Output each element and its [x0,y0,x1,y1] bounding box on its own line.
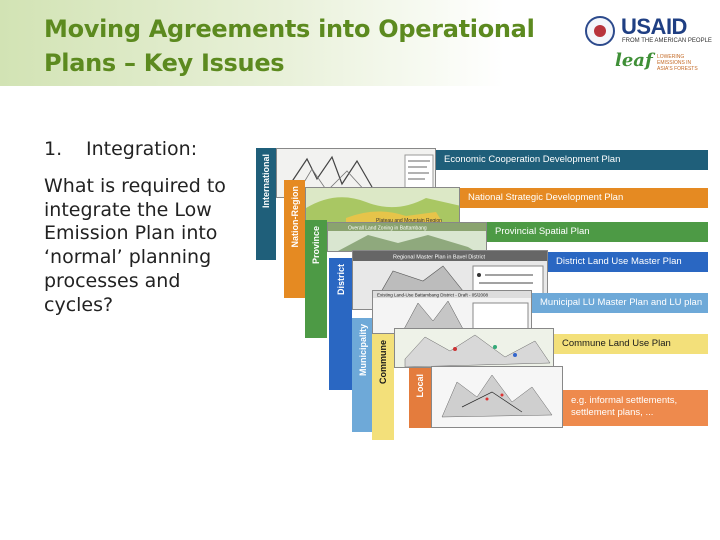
list-item-number: 1. [44,138,62,160]
question-line: integrate the Low [44,199,256,223]
plan-banner-province: Provincial Spatial Plan [487,222,708,242]
level-label: Nation-Region [290,180,300,248]
map-nation-region: Plateau and Mountain Region [305,187,460,227]
level-label: Municipality [358,318,368,376]
plan-banner-municipality: Municipal LU Master Plan and LU plan [532,293,708,313]
question-line: Emission Plan into [44,222,256,246]
map-graphic [432,367,563,428]
map-caption: Regional Master Plan in Bavel District [393,255,485,261]
slide-title: Moving Agreements into Operational Plans… [44,12,535,80]
level-tab-province: Province [305,220,327,338]
level-tab-commune: Commune [372,334,394,440]
leaf-tagline: LOWERING EMISSIONS IN ASIA'S FORESTS [657,54,703,72]
plan-banner-commune: Commune Land Use Plan [554,334,708,354]
plan-banner-nation-region: National Strategic Development Plan [460,188,708,208]
plan-banner-local: e.g. informal settlements, settlement pl… [563,390,708,426]
slide-title-line-1: Moving Agreements into Operational [44,12,535,46]
level-tab-local: Local [409,368,431,428]
leaf-logo: leaf [615,50,653,71]
map-graphic: Overall Land Zoning in Battambang [328,223,487,252]
map-graphic [395,329,554,368]
question-line: What is required to [44,175,256,199]
level-label: Province [311,220,321,264]
level-label: International [261,148,271,208]
level-label: Commune [378,334,388,384]
map-caption: Overall Land Zoning in Battambang [348,226,427,232]
map-commune [394,328,554,368]
level-tab-nation-region: Nation-Region [284,180,305,298]
plan-name: District Land Use Master Plan [556,256,682,267]
plan-name: e.g. informal settlements, settlement pl… [571,395,677,418]
map-caption: Existing Land-Use Battambang District - … [377,293,489,298]
level-label: Local [415,368,425,398]
level-tab-district: District [329,258,352,390]
plan-name: Economic Cooperation Development Plan [444,154,620,165]
level-tab-international: International [256,148,276,260]
usaid-tagline: FROM THE AMERICAN PEOPLE [622,38,712,44]
logo-group: USAID FROM THE AMERICAN PEOPLE leaf LOWE… [585,16,705,76]
plan-name: Municipal LU Master Plan and LU plan [540,297,702,308]
question-line: ‘normal’ planning [44,246,256,270]
plan-name: National Strategic Development Plan [468,192,623,203]
usaid-logo: USAID [621,14,687,40]
plan-name: Commune Land Use Plan [562,338,671,349]
map-province: Overall Land Zoning in Battambang [327,222,487,252]
question-line: processes and [44,270,256,294]
slide-title-line-2: Plans – Key Issues [44,46,535,80]
level-label: District [336,258,346,295]
question-text: What is required to integrate the Low Em… [44,175,256,317]
plan-banner-district: District Land Use Master Plan [548,252,708,272]
plan-name: Provincial Spatial Plan [495,226,590,237]
question-line: cycles? [44,294,256,318]
map-local [431,366,563,428]
list-item-heading: Integration: [86,138,197,160]
level-tab-municipality: Municipality [352,318,373,432]
usaid-seal-icon [585,16,615,46]
plan-banner-international: Economic Cooperation Development Plan [436,150,708,170]
